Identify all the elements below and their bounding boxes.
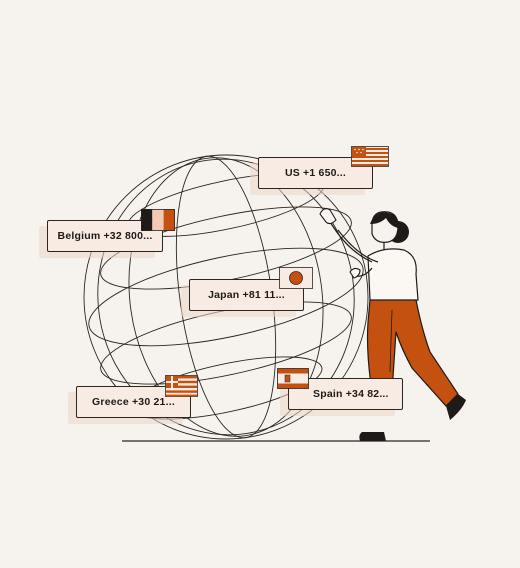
us-flag-icon [351, 146, 389, 167]
front-shoe [359, 432, 386, 441]
back-shoe [446, 394, 466, 420]
spain-flag-icon [277, 368, 309, 389]
raised-hand [319, 208, 337, 225]
hair [370, 212, 399, 228]
contact-card-label: Greece +30 21... [92, 396, 175, 408]
greece-flag-icon [165, 375, 198, 397]
contact-card-label: Spain +34 82... [313, 388, 389, 400]
contact-card-label: US +1 650... [284, 167, 347, 179]
contact-card-label: Belgium +32 800... [57, 230, 153, 242]
japan-flag-icon [279, 267, 313, 289]
belgium-flag-icon [141, 209, 175, 231]
lower-hand [349, 267, 361, 279]
contact-card-label: Japan +81 11... [208, 289, 285, 301]
raised-arm [325, 215, 373, 263]
shirt [367, 248, 419, 303]
globe-outline [83, 154, 369, 440]
